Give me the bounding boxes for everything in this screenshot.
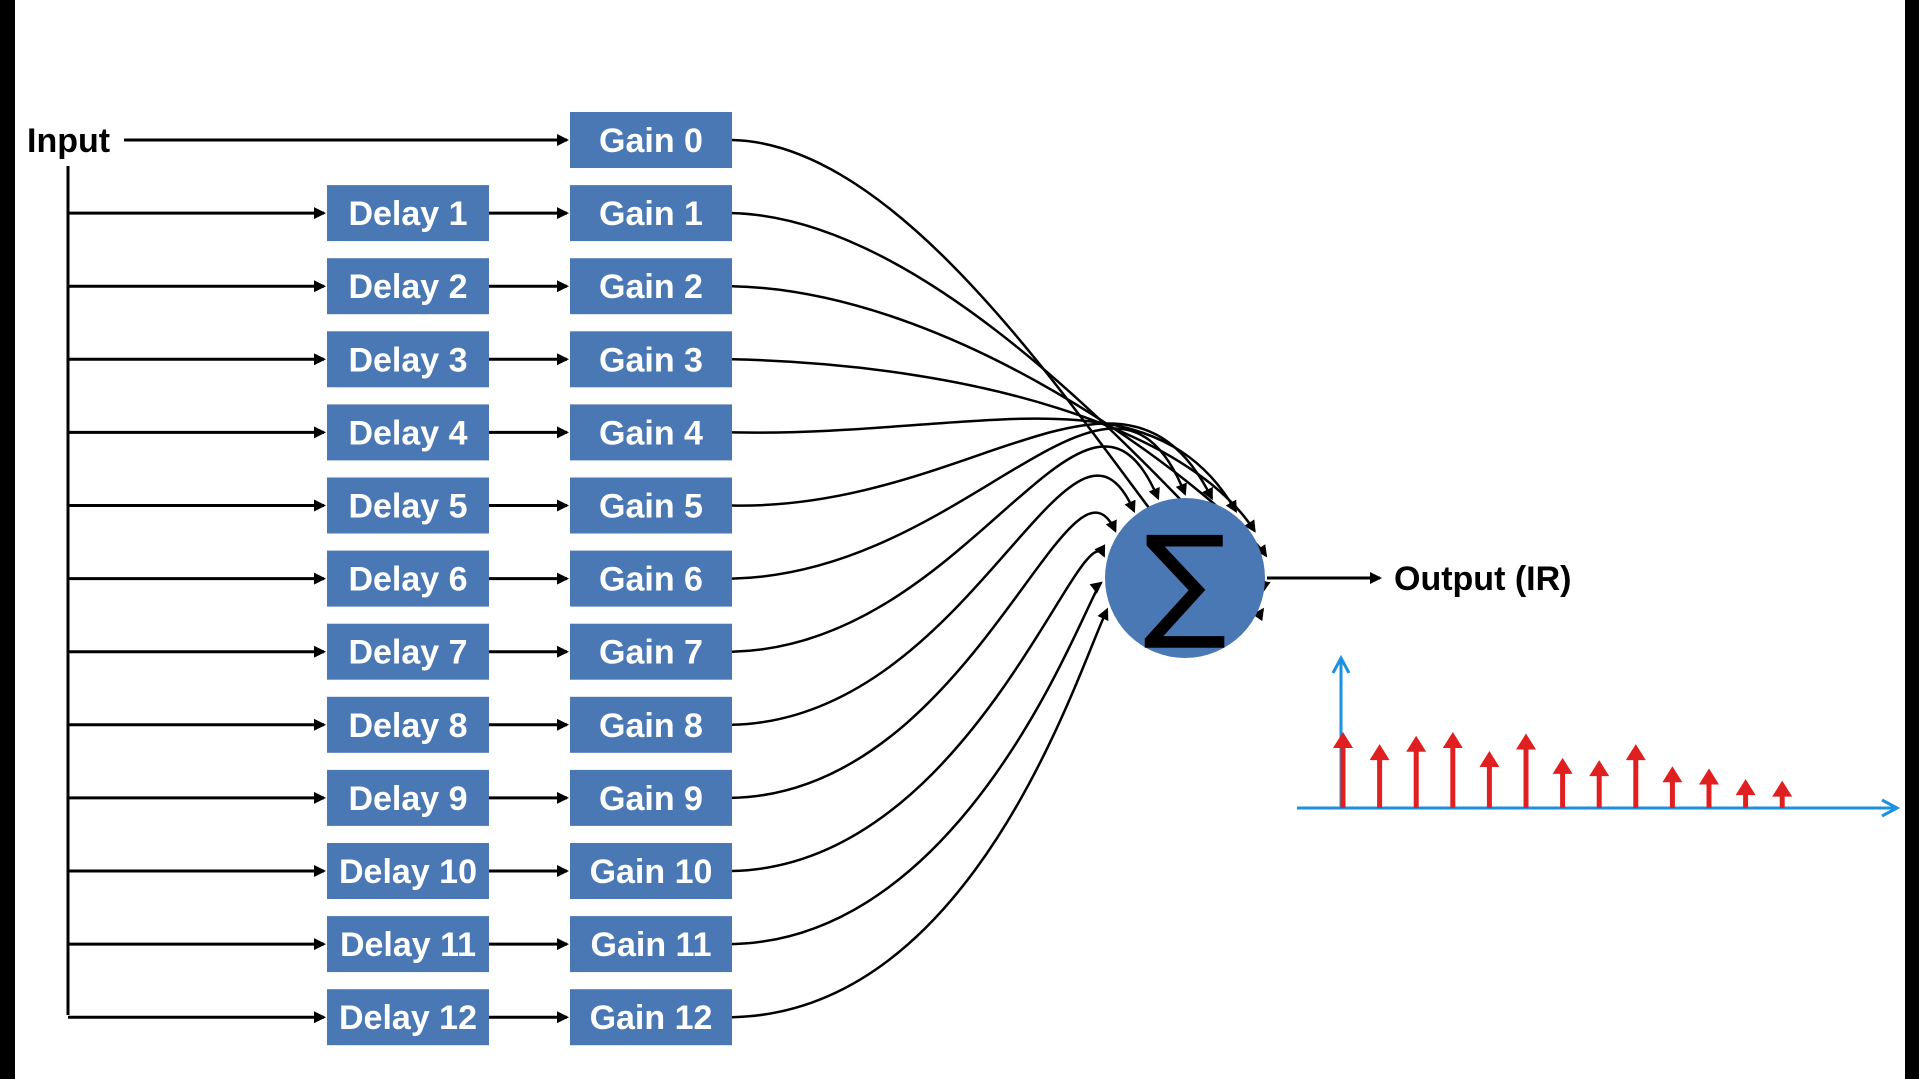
delay-block: Delay 4 xyxy=(327,404,489,461)
delay-label: Delay 9 xyxy=(348,780,467,818)
input-label: Input xyxy=(27,122,110,160)
gain-to-sum-curve xyxy=(731,422,1214,507)
canvas-background xyxy=(15,0,1905,1079)
delay-block: Delay 10 xyxy=(327,843,489,899)
delay-block: Delay 5 xyxy=(327,477,489,534)
ir-impulse xyxy=(1406,735,1427,808)
gain-block: Gain 10 xyxy=(570,843,732,899)
gain-to-sum-curve xyxy=(731,607,1109,1019)
gain-label: Gain 9 xyxy=(599,780,703,818)
gain-block: Gain 2 xyxy=(570,258,732,315)
branch-lines xyxy=(68,207,569,1024)
ir-impulse xyxy=(1625,744,1646,808)
gain-label: Gain 7 xyxy=(599,634,703,672)
delay-block: Delay 11 xyxy=(327,916,489,973)
delay-block: Delay 2 xyxy=(327,258,489,315)
gain-block: Gain 7 xyxy=(570,623,732,680)
ir-impulse xyxy=(1589,760,1610,808)
gain-to-sum-curve xyxy=(731,581,1103,946)
gain-to-sum-curve xyxy=(731,427,1187,580)
sum-symbol: ∑ xyxy=(1143,510,1227,654)
delay-label: Delay 8 xyxy=(348,707,467,745)
ir-impulse xyxy=(1552,757,1573,808)
ir-impulse xyxy=(1772,780,1793,808)
delay-block: Delay 6 xyxy=(327,550,489,607)
gain-label: Gain 0 xyxy=(599,122,703,160)
gain-label: Gain 11 xyxy=(591,926,712,964)
ir-impulse xyxy=(1442,732,1463,808)
gain-to-sum-curve xyxy=(731,445,1160,653)
delay-label: Delay 7 xyxy=(348,634,467,672)
delay-label: Delay 2 xyxy=(348,268,467,306)
gain-to-sum-curve xyxy=(731,544,1106,873)
gain-block: Gain 9 xyxy=(570,769,732,826)
output-label: Output (IR) xyxy=(1394,560,1572,598)
delay-label: Delay 3 xyxy=(348,341,467,379)
gain-block: Gain 0 xyxy=(570,112,732,168)
gain-label: Gain 3 xyxy=(599,341,703,379)
gain-block: Gain 6 xyxy=(570,550,732,607)
delay-block: Delay 3 xyxy=(327,331,489,388)
ir-impulse xyxy=(1369,744,1390,808)
delay-label: Delay 5 xyxy=(348,488,467,526)
sum-node xyxy=(1105,498,1265,658)
gain-block: Gain 8 xyxy=(570,696,732,753)
delay-label: Delay 10 xyxy=(339,853,477,891)
ir-impulses xyxy=(1333,732,1793,808)
gain-block: Gain 5 xyxy=(570,477,732,534)
gain-block: Gain 3 xyxy=(570,331,732,388)
gain-to-sum-curve xyxy=(731,358,1256,533)
ir-impulse xyxy=(1735,779,1756,808)
gain-block: Gain 4 xyxy=(570,404,732,461)
ir-impulse xyxy=(1516,733,1536,808)
ir-impulse xyxy=(1699,768,1719,808)
gain-block: Gain 11 xyxy=(570,916,732,973)
delay-label: Delay 1 xyxy=(348,195,467,233)
impulse-response-plot xyxy=(1297,658,1897,808)
delay-block: Delay 8 xyxy=(327,696,489,753)
gain-label: Gain 6 xyxy=(599,561,703,599)
gain-label: Gain 10 xyxy=(590,853,713,891)
delay-block: Delay 1 xyxy=(327,185,489,242)
gain-label: Gain 1 xyxy=(599,195,703,233)
ir-impulse xyxy=(1479,751,1500,808)
gain-to-sum-curve xyxy=(731,474,1136,727)
gain-label: Gain 5 xyxy=(599,488,703,526)
delay-label: Delay 11 xyxy=(340,926,476,964)
delay-label: Delay 12 xyxy=(339,999,477,1037)
gain-label: Gain 4 xyxy=(599,414,703,452)
gain-to-sum-curve xyxy=(731,511,1117,800)
gain-to-sum-curve xyxy=(731,417,1238,513)
delay-block: Delay 7 xyxy=(327,623,489,680)
gain-label: Gain 2 xyxy=(599,268,703,306)
delay-block: Delay 12 xyxy=(327,989,489,1046)
delay-label: Delay 6 xyxy=(348,561,467,599)
delay-block: Delay 9 xyxy=(327,769,489,826)
ir-impulse xyxy=(1333,732,1353,808)
delay-label: Delay 4 xyxy=(348,414,467,452)
gain-block: Gain 12 xyxy=(570,989,732,1046)
gain-label: Gain 8 xyxy=(599,707,703,745)
gain-block: Gain 1 xyxy=(570,185,732,242)
blocks: Gain 0 Gain 1 Gain 2 Gain 3 Gain 4 Gain 5 Gain… xyxy=(327,112,732,1046)
ir-impulse xyxy=(1662,766,1683,808)
gain-label: Gain 12 xyxy=(590,999,713,1037)
